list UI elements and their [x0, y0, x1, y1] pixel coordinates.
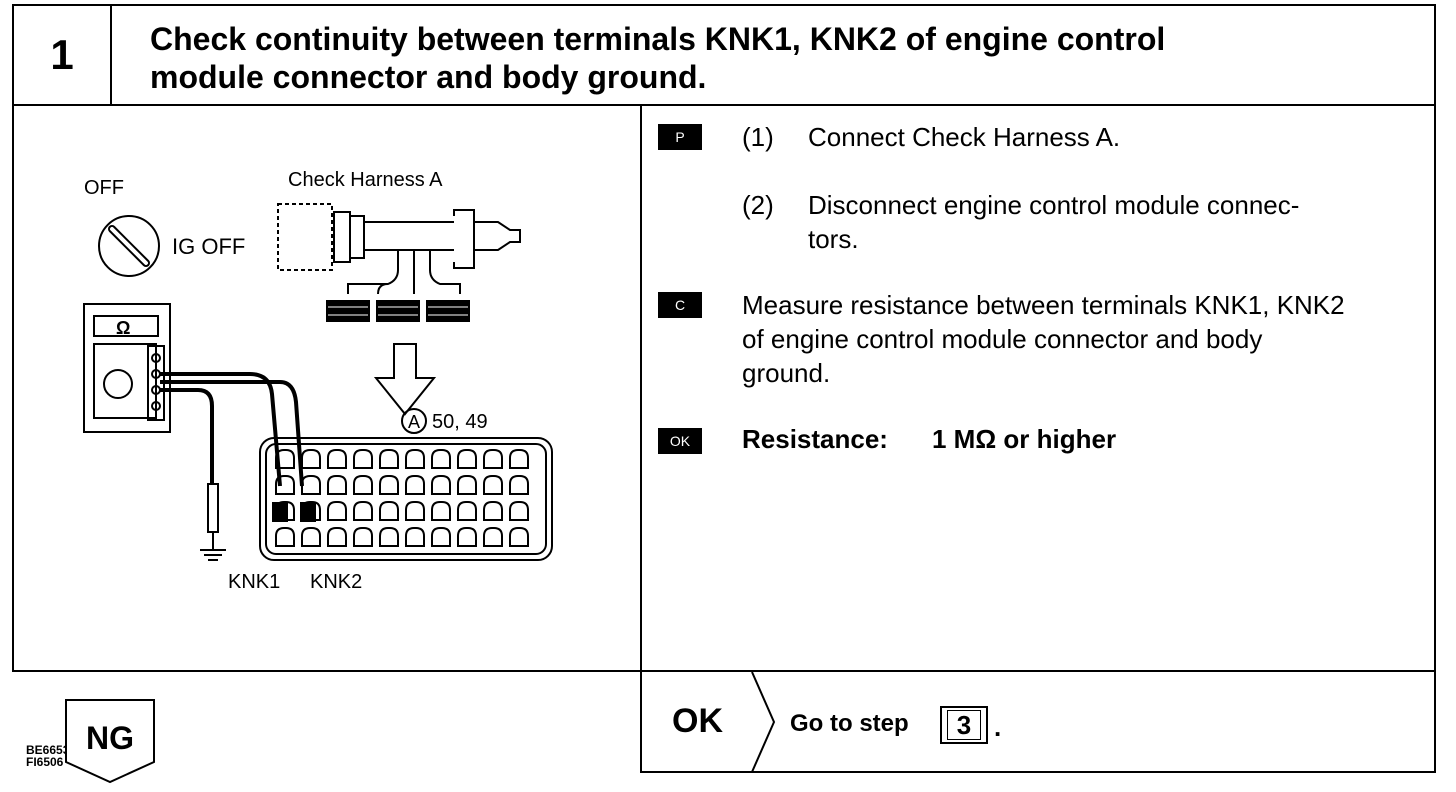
connector-pin-cavity [353, 475, 373, 495]
connector-pin-cavity [431, 501, 451, 521]
prep-tag: P [658, 124, 702, 150]
harness-connectors-icon [326, 300, 470, 322]
connector-pin-cavity [353, 449, 373, 469]
spec-label: Resistance: [742, 424, 888, 454]
ecm-connector-icon [259, 437, 553, 561]
step-title: Check continuity between terminals KNK1,… [150, 20, 1330, 96]
step1-text: Connect Check Harness A. [808, 122, 1121, 152]
step-header: 1 Check continuity between terminals KNK… [14, 6, 1434, 106]
ohmmeter-symbol: Ω [116, 318, 130, 338]
connector-pin-cavity [275, 449, 295, 469]
figure-code: BE6653 FI6506 [26, 744, 69, 768]
ng-shape-icon [65, 699, 155, 784]
step2-number: (2) [742, 190, 774, 220]
connector-pin-cavity [457, 475, 477, 495]
column-divider [640, 104, 642, 672]
check-harness-label: Check Harness A [288, 169, 443, 191]
connector-pin-cavity [483, 501, 503, 521]
connector-pin-cavity [405, 501, 425, 521]
spec-value: 1 MΩ or higher [932, 424, 1117, 454]
connector-pin-cavity [327, 527, 347, 547]
step1-number: (1) [742, 122, 774, 152]
connector-ref-pins: 50, 49 [432, 411, 488, 433]
connector-pin-cavity [353, 501, 373, 521]
connector-ref-letter: A [408, 412, 420, 432]
connector-pin-cavity [483, 475, 503, 495]
ground-probe-icon [200, 483, 226, 561]
ignition-off-label: OFF [84, 177, 124, 199]
ng-result-box: NG [64, 698, 156, 784]
connector-pin-cavity [301, 475, 321, 495]
connector-pin-cavity [301, 527, 321, 547]
procedure-panel: P (1) Connect Check Harness A. (2) Disco… [642, 104, 1438, 672]
ok-result-row: OK Go to step 3 . [640, 672, 1436, 774]
connector-pin-cavity [379, 527, 399, 547]
connector-pin-cavity [457, 527, 477, 547]
connector-pin-cavity [509, 527, 529, 547]
connector-pin-cavity [275, 475, 295, 495]
connector-pin-cavity [353, 527, 373, 547]
connector-pin-cavity [405, 449, 425, 469]
connector-pin-cavity [457, 449, 477, 469]
connector-pin-cavity [431, 449, 451, 469]
connector-pin-cavity [431, 527, 451, 547]
connector-pin-cavity [379, 475, 399, 495]
figure-code-1: BE6653 [26, 743, 70, 757]
check-tag: C [658, 292, 702, 318]
terminal-label-knk1: KNK1 [228, 571, 280, 593]
goto-step-number: 3 [947, 710, 981, 740]
connector-pin-cavity [405, 527, 425, 547]
check-text-line3: ground. [742, 358, 831, 388]
connector-pin-cavity [509, 475, 529, 495]
ignition-ig-off-label: IG OFF [172, 234, 245, 259]
connector-pin-cavity [327, 501, 347, 521]
step-number: 1 [14, 6, 112, 104]
connector-pin-cavity [457, 501, 477, 521]
wiring-diagram: OFF IG OFF Check Harness A [83, 169, 553, 593]
connector-pin-cavity [301, 449, 321, 469]
probe-tips-icon [272, 502, 316, 522]
terminal-label-knk2: KNK2 [310, 571, 362, 593]
connector-pin-cavity [379, 449, 399, 469]
connector-pin-cavity [405, 475, 425, 495]
figure-code-2: FI6506 [26, 755, 64, 769]
meter-leads-icon [160, 372, 304, 516]
check-text-line2: of engine control module connector and b… [742, 324, 1263, 354]
connector-pin-cavity [483, 449, 503, 469]
connector-pin-cavity [327, 475, 347, 495]
ohmmeter-icon [83, 303, 171, 433]
down-arrow-icon [373, 343, 437, 416]
goto-suffix: . [994, 712, 1002, 742]
connector-pin-cavity [509, 501, 529, 521]
ok-spec-tag: OK [658, 428, 702, 454]
connector-pin-cavity [275, 527, 295, 547]
check-harness-icon [277, 203, 521, 295]
ok-row-frame [640, 672, 1436, 773]
connector-pin-cavity [509, 449, 529, 469]
connector-pin-cavity [483, 527, 503, 547]
ok-label: OK [672, 702, 723, 740]
ignition-switch-icon [98, 215, 160, 277]
connector-ref-badge: A [401, 408, 427, 434]
step-title-line1: Check continuity between terminals KNK1,… [150, 21, 1166, 57]
wiring-illustration: OFF IG OFF Check Harness A [14, 104, 640, 768]
check-text-line1: Measure resistance between terminals KNK… [742, 290, 1345, 320]
goto-step-link[interactable]: 3 [940, 706, 988, 744]
step-title-line2: module connector and body ground. [150, 59, 707, 95]
step2-text-line1: Disconnect engine control module connec- [808, 190, 1300, 220]
connector-pin-cavity [431, 475, 451, 495]
step2-text-line2: tors. [808, 224, 859, 254]
procedure-frame: 1 Check continuity between terminals KNK… [12, 4, 1438, 768]
connector-pin-cavity [327, 449, 347, 469]
ng-label: NG [86, 720, 134, 756]
connector-pin-cavity [379, 501, 399, 521]
goto-text: Go to step [790, 710, 909, 737]
